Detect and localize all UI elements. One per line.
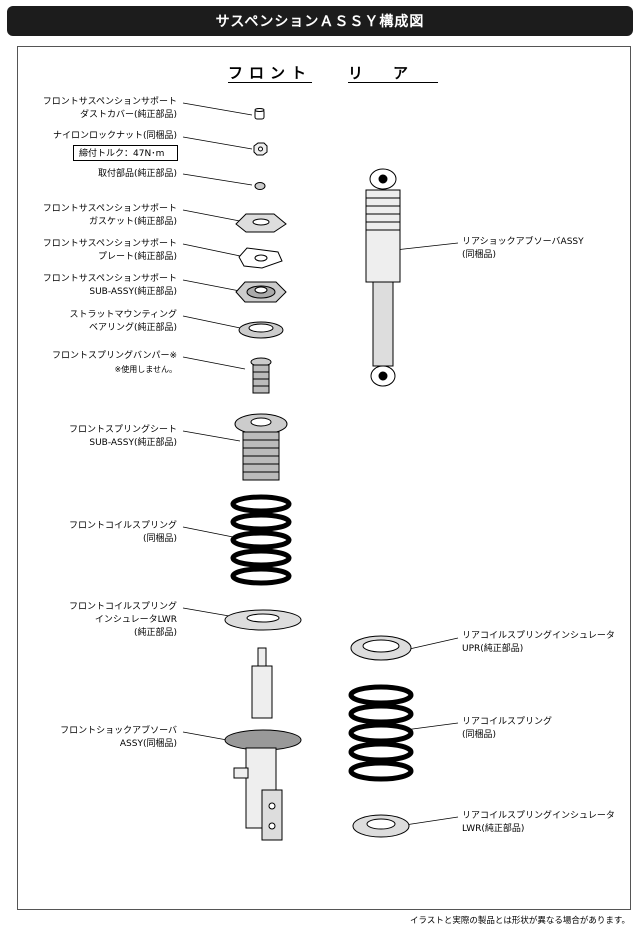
rear-upr-insulator-icon [350, 635, 412, 661]
mount-part-icon [254, 182, 266, 190]
label-front-coil: フロントコイルスプリング(同梱品) [68, 521, 177, 544]
front-shock-icon [224, 647, 302, 841]
bumper-icon [250, 357, 272, 394]
label-nylon-nut: ナイロンロックナット(同梱品) [52, 131, 177, 141]
front-coil-spring-icon [230, 494, 292, 586]
page-title: サスペンションＡＳＳＹ構成図 [7, 6, 633, 36]
leader-lines [182, 102, 459, 826]
footnote: イラストと実際の製品とは形状が異なる場合があります。 [410, 916, 630, 926]
label-bearing: ストラットマウンティングベアリング(純正部品) [69, 310, 177, 333]
front-header: フロント [228, 64, 313, 82]
bearing-icon [238, 321, 284, 339]
label-mount-part: 取付部品(純正部品) [97, 169, 177, 179]
front-insulator-icon [224, 609, 302, 631]
support-sub-assy-icon [235, 281, 287, 303]
label-rear-shock: リアショックアブソーバASSY(同梱品) [462, 237, 584, 260]
label-gasket: フロントサスペンションサポートガスケット(純正部品) [42, 204, 177, 227]
rear-header: リア [348, 64, 439, 82]
nylon-nut-icon [253, 142, 268, 156]
label-bumper: フロントスプリングバンパー※※使用しません。 [52, 351, 177, 374]
label-dust-cover: フロントサスペンションサポートダストカバー(純正部品) [42, 97, 177, 120]
dust-cover-icon [254, 108, 265, 120]
label-front-insulator: フロントコイルスプリングインシュレータLWR(純正部品) [68, 602, 177, 638]
label-rear-coil: リアコイルスプリング(同梱品) [462, 717, 553, 740]
rear-lwr-insulator-icon [352, 814, 410, 838]
rear-shock-icon [365, 168, 401, 387]
torque-box: 締付トルク：47N･m [73, 145, 178, 161]
plate-icon [238, 247, 283, 269]
diagram-frame [17, 46, 631, 910]
label-plate: フロントサスペンションサポートプレート(純正部品) [42, 239, 177, 262]
rear-coil-spring-icon [348, 684, 414, 782]
spring-seat-icon [234, 413, 288, 481]
gasket-icon [235, 213, 287, 233]
